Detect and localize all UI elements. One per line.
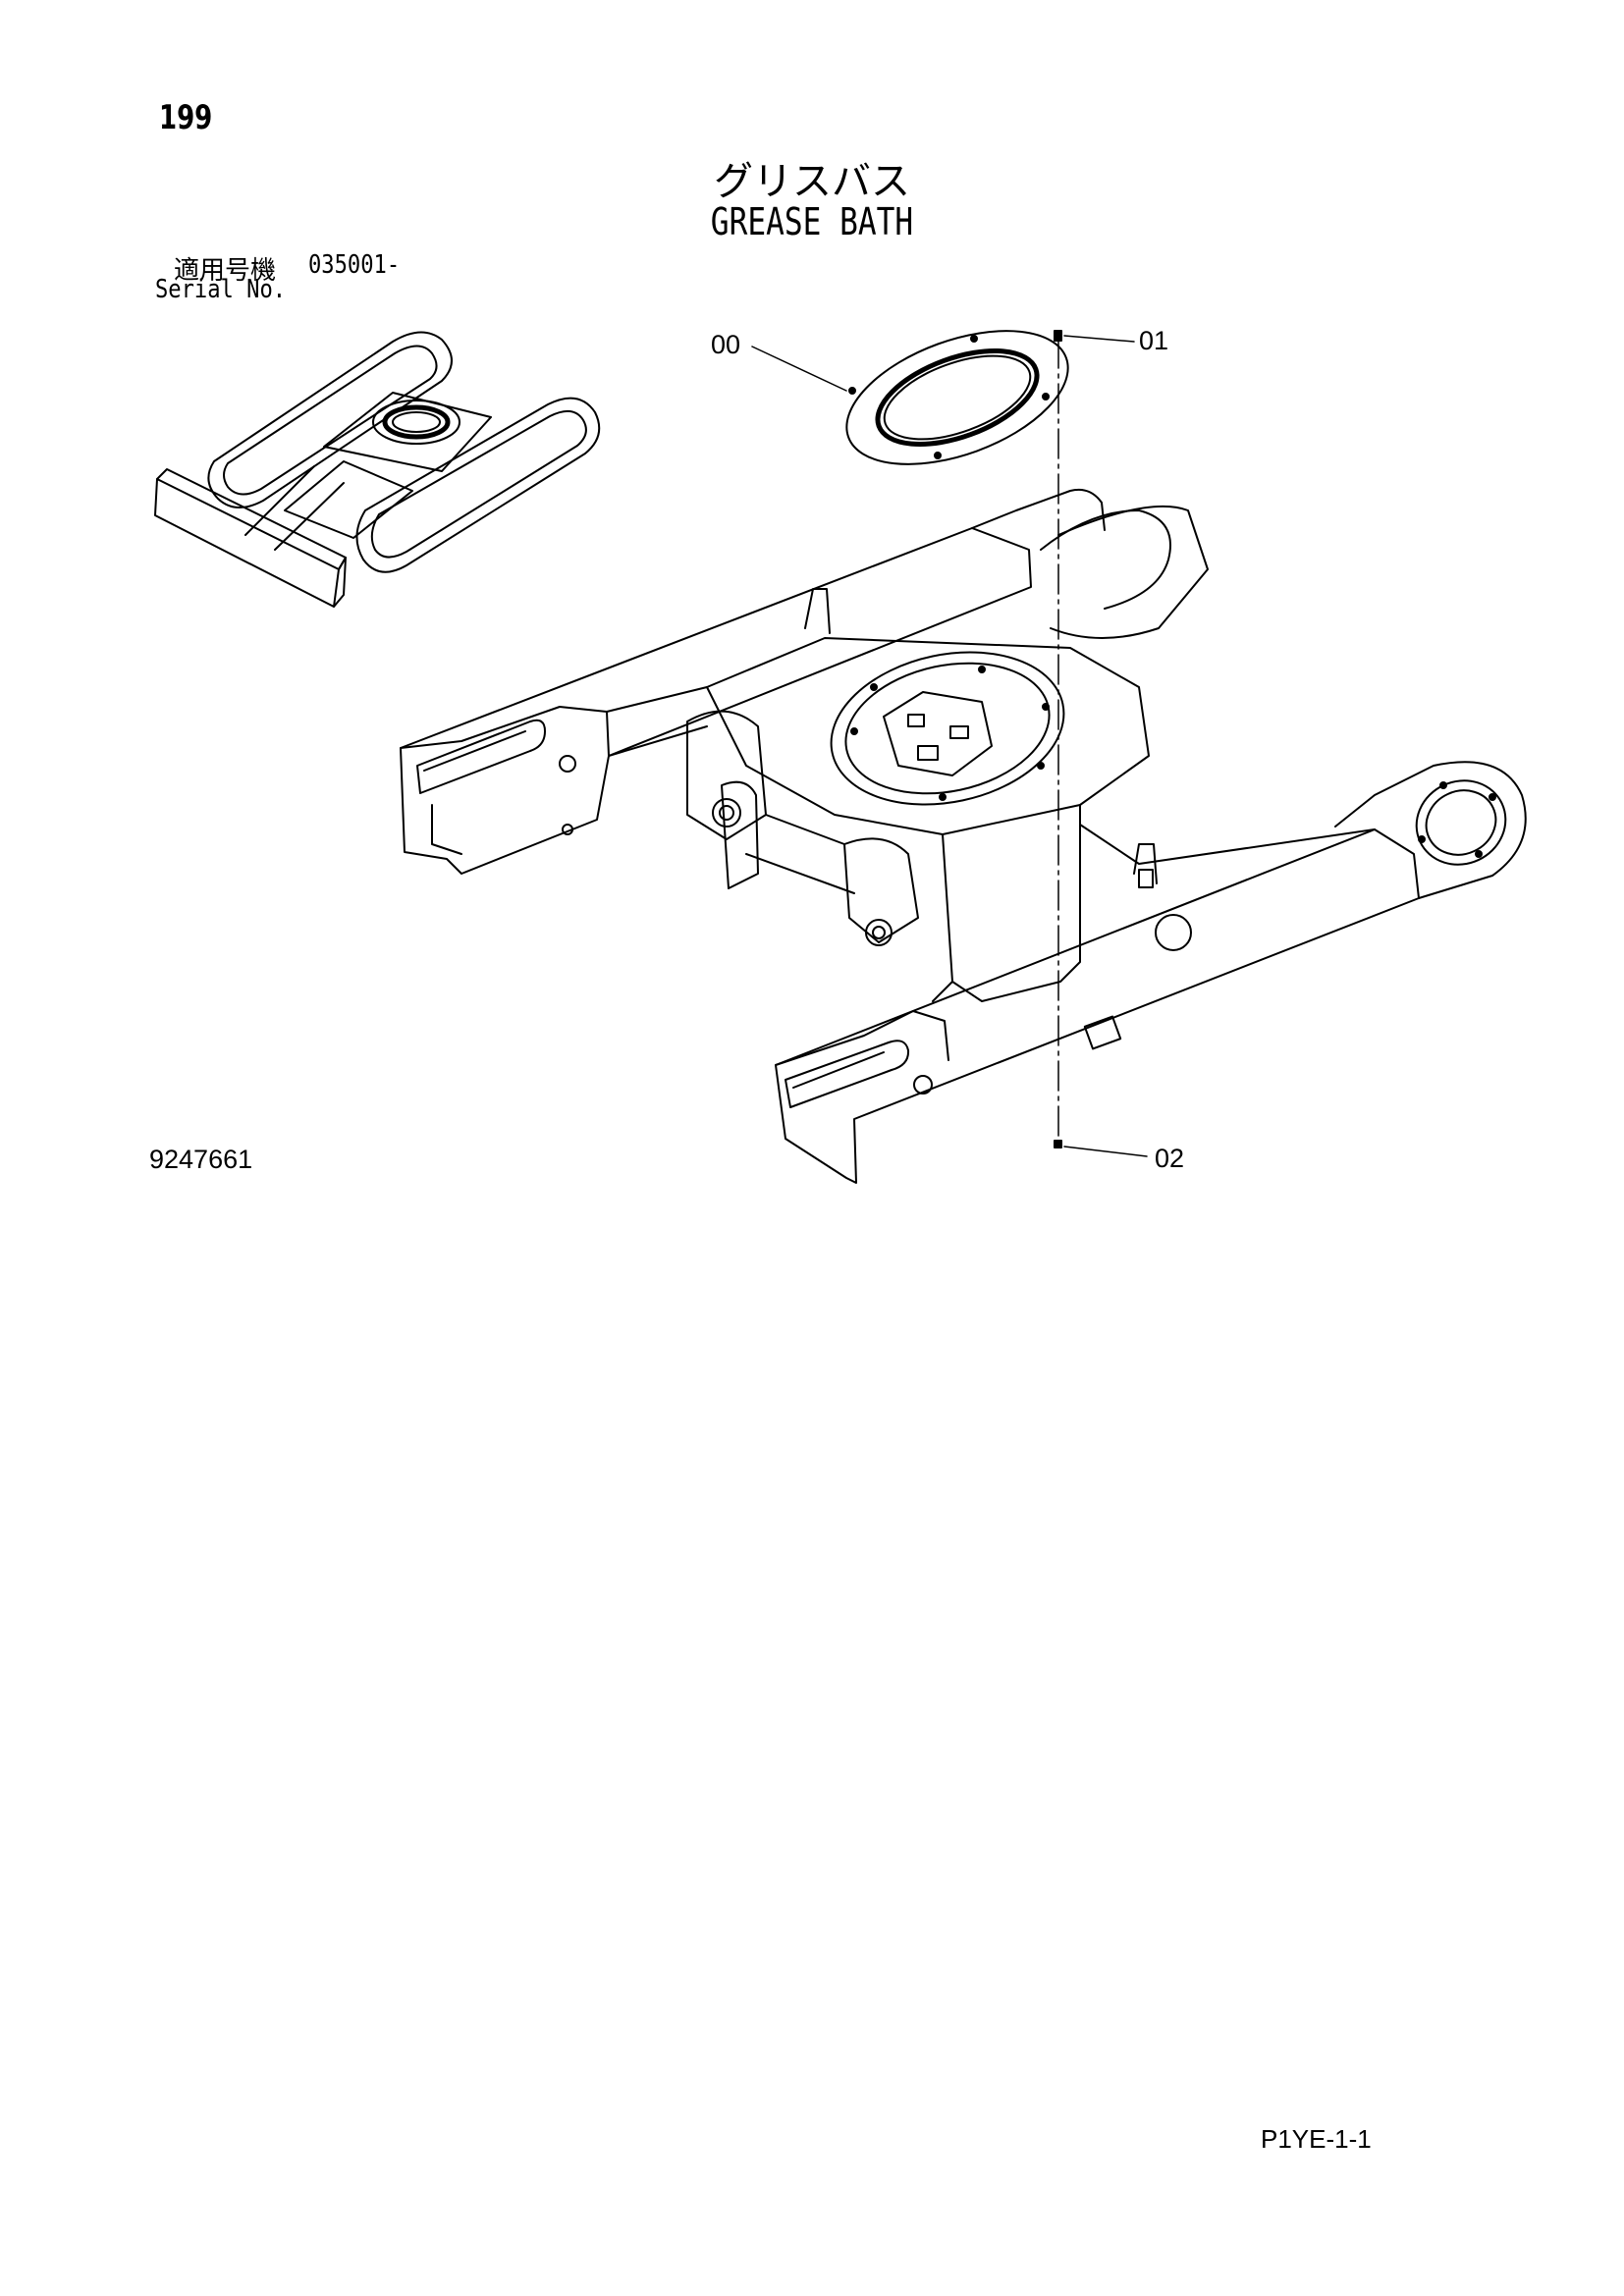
page-code: P1YE-1-1: [1261, 2124, 1372, 2154]
drawing-number: 9247661: [149, 1145, 253, 1174]
page-title-japanese: グリスバス: [714, 159, 910, 204]
bolt-01-marker: [1054, 330, 1062, 342]
leader-line-02: [1063, 1146, 1148, 1157]
overview-inset: [154, 331, 601, 608]
page-number: 199: [159, 98, 213, 137]
track-frame: [400, 488, 1527, 1184]
page-title-english: GREASE BATH: [710, 200, 914, 243]
serial-label-english: Serial No.: [155, 275, 287, 304]
bolt-02-marker: [1054, 1140, 1062, 1148]
leader-line-00: [751, 346, 847, 392]
serial-label-japanese: 適用号機: [174, 256, 277, 286]
callout-00: 00: [711, 330, 741, 359]
callout-01: 01: [1139, 326, 1169, 355]
leader-line-01: [1063, 335, 1135, 343]
callout-02: 02: [1155, 1144, 1185, 1173]
grease-bath-plate: [845, 330, 1069, 465]
serial-number-value: 035001-: [308, 250, 401, 280]
